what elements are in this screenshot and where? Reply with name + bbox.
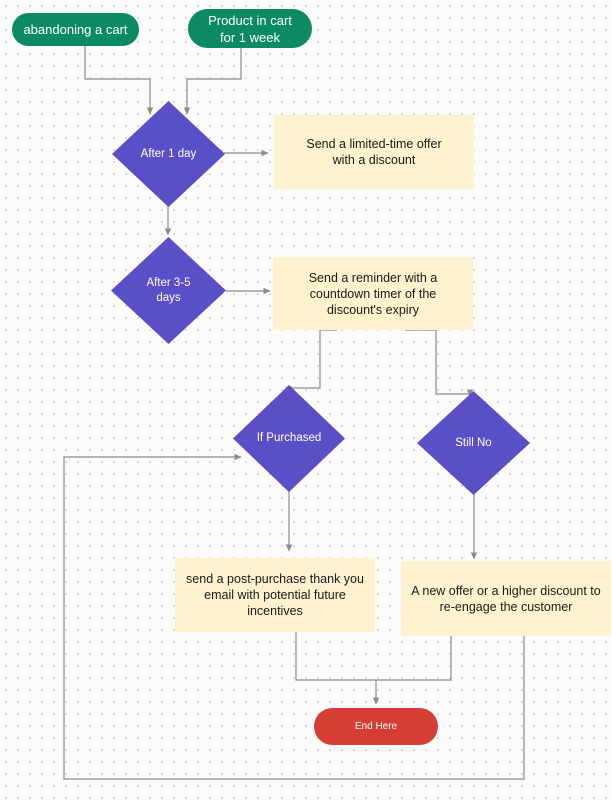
connector-new-offer-to-end [376,636,452,681]
decision-still-no[interactable]: Still No [417,391,530,495]
start-node-abandoning-cart-label: abandoning a cart [23,22,128,37]
connector-reminder-to-still-no [405,329,474,397]
connector-abandoning-to-after-1-day [84,44,154,115]
action-limited-time-offer[interactable]: Send a limited-time offer with a discoun… [274,115,474,189]
decision-if-purchased-label: If Purchased [256,432,322,444]
connector-loop-back-to-if-purchased [63,453,525,780]
action-new-offer-text: A new offer or a higher discount to re-e… [411,583,601,614]
action-countdown-reminder-text: Send a reminder with a countdown timer o… [308,270,438,317]
action-countdown-reminder[interactable]: Send a reminder with a countdown timer o… [273,257,473,330]
start-node-product-in-cart[interactable]: Product in cart for 1 week [188,9,312,48]
decision-after-1-day[interactable]: After 1 day [112,101,225,207]
decision-still-no-label: Still No [455,436,492,449]
action-new-offer[interactable]: A new offer or a higher discount to re-e… [401,561,611,636]
connector-thank-you-to-end [295,632,380,705]
start-node-product-in-cart-label: Product in cart for 1 week [208,12,292,45]
decision-after-1-day-label: After 1 day [140,147,197,160]
connector-product-to-after-1-day [183,46,242,115]
start-node-abandoning-cart[interactable]: abandoning a cart [12,13,139,46]
decision-after-3-5-days[interactable]: After 3-5 days [111,237,226,344]
action-limited-time-offer-text: Send a limited-time offer with a discoun… [306,137,442,167]
action-thank-you-email-text: send a post-purchase thank you email wit… [186,572,364,618]
end-node-label: End Here [354,721,398,732]
connector-reminder-to-if-purchased [285,329,337,394]
decision-if-purchased[interactable]: If Purchased [233,385,345,492]
action-thank-you-email[interactable]: send a post-purchase thank you email wit… [175,558,375,632]
end-node[interactable]: End Here [314,708,438,745]
decision-after-3-5-days-label: After 3-5 days [146,276,191,304]
